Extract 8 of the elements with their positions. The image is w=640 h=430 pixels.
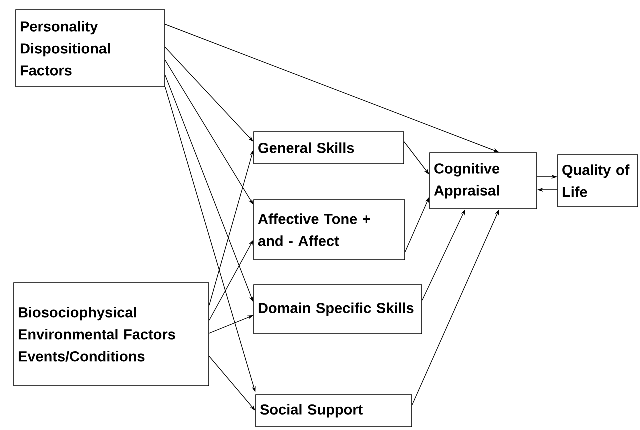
skill-box: Domain Specific Skills xyxy=(254,284,422,334)
factor-box: Biosociophysical Environmental Factors Events/Conditions xyxy=(14,282,210,386)
skill-box: Social Support xyxy=(256,394,412,428)
skill-box: Affective Tone + and - Affect xyxy=(254,200,406,260)
skill-box: General Skills xyxy=(254,132,404,164)
outcome-box: Quality of Life xyxy=(558,154,638,208)
appraisal-box: Cognitive Appraisal xyxy=(430,152,538,210)
factor-box: Personality Dispositional Factors xyxy=(16,10,166,88)
